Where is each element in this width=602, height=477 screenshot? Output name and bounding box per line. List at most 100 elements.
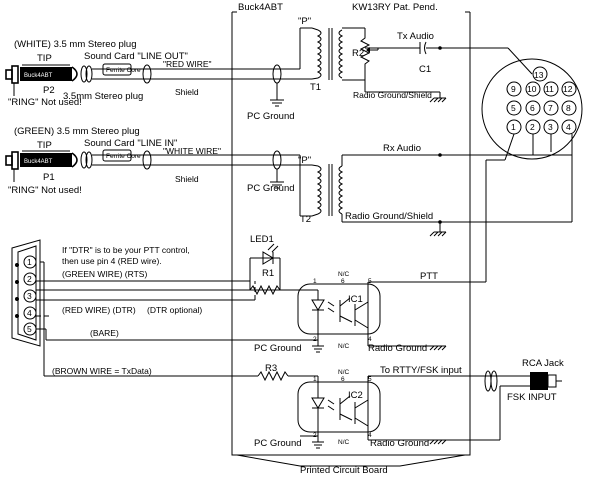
line-in-ground: PC Ground (247, 183, 295, 194)
svg-text:1: 1 (27, 257, 32, 267)
plug-p1-ring-note: "RING" Not used! (8, 185, 82, 196)
line-in-label: Sound Card "LINE IN" (84, 138, 177, 149)
db9-brown-wire: (BROWN WIRE = TxData) (52, 366, 152, 376)
plug-p2-text: 3.5mm Stereo plug (63, 91, 143, 102)
din-connector: 13 9 10 11 12 5 6 7 8 1 2 3 4 (481, 58, 583, 282)
ic2-pin-5: 5 (368, 376, 372, 383)
t2-label: T2 (300, 214, 311, 225)
ic1-nc-top: N/C (338, 271, 350, 278)
db9-note-line1: If "DTR" is to be your PTT control, (62, 245, 190, 255)
transformer-t1: "P" T1 (298, 16, 365, 93)
din-pin: 2 (525, 119, 541, 135)
plug-p2-ring-note: "RING" Not used! (8, 97, 82, 108)
radio-ground-label-1: Radio Ground/Shield (353, 90, 432, 100)
svg-text:5: 5 (511, 103, 516, 113)
line-out-label: Sound Card "LINE OUT" (84, 51, 188, 62)
line-out-shield: Shield (175, 87, 199, 97)
db9-note-line2: then use pin 4 (RED wire). (62, 256, 162, 266)
radio-ground-label-2: Radio Ground/Shield (345, 211, 433, 222)
db9-dtr-optional: (DTR optional) (147, 305, 202, 315)
pcb-footer: Printed Circuit Board (300, 465, 388, 476)
plug-p1-brand: Buck4ABT (24, 159, 53, 165)
ic1-label: IC1 (348, 294, 363, 305)
plug-p2-ferrite: Ferrite Core (106, 67, 141, 74)
ic2-pin-1: 1 (313, 376, 317, 383)
ic1-pc-ground: PC Ground (254, 343, 302, 354)
db9-bare: (BARE) (90, 328, 119, 338)
din-pin: 12 (561, 81, 577, 97)
ic1-pin-6: 6 (341, 278, 345, 285)
svg-text:13: 13 (534, 70, 544, 80)
plug-p1-name: P1 (43, 172, 55, 183)
din-pin: 11 (543, 81, 559, 97)
transformer-t2: "P" T2 Rx Audio Radio Ground/Shield (298, 143, 572, 237)
line-out-ground: PC Ground (247, 111, 295, 122)
svg-text:1: 1 (511, 122, 516, 132)
svg-text:9: 9 (511, 84, 516, 94)
ic1-pin-4: 4 (368, 336, 372, 343)
db9-connector: 1 2 3 4 5 If "DTR" is to be your PTT con… (11, 239, 300, 377)
plug-p2-name: P2 (43, 85, 55, 96)
t1-primary-label: "P" (298, 16, 311, 27)
r3-label: R3 (265, 363, 277, 374)
db9-pin: 5 (23, 322, 37, 336)
din-pin: 6 (525, 100, 541, 116)
din-pin: 5 (506, 100, 522, 116)
db9-pin: 2 (23, 272, 37, 286)
db9-pin: 3 (23, 289, 37, 303)
line-in-wire: "WHITE WIRE" (163, 146, 221, 156)
din-pin: 1 (506, 119, 522, 135)
svg-text:8: 8 (566, 103, 571, 113)
svg-text:2: 2 (530, 122, 535, 132)
svg-text:3: 3 (548, 122, 553, 132)
ic2-nc-top: N/C (338, 369, 350, 376)
fsk-input-label: FSK INPUT (507, 392, 557, 403)
ic1-pin-1: 1 (313, 278, 317, 285)
plug-p2-brand: Buck4ABT (24, 73, 53, 79)
line-out-cable: Sound Card "LINE OUT" "RED WIRE" Shield … (84, 27, 312, 122)
ic2-radio-ground: Radio Ground (370, 438, 429, 449)
r1-label: R1 (262, 268, 274, 279)
svg-text:11: 11 (545, 84, 554, 94)
line-out-wire: "RED WIRE" (163, 59, 212, 69)
pcb-outline: Buck4ABT KW13RY Pat. Pend. Printed Circu… (231, 2, 471, 476)
rca-jack-label: RCA Jack (522, 358, 564, 369)
db9-green-wire: (GREEN WIRE) (RTS) (62, 269, 147, 279)
fsk-circuit: R3 1 6 5 2 4 N/C N/C IC2 To RTTY/FSK inp… (254, 358, 564, 449)
pcb-right-label: KW13RY Pat. Pend. (352, 2, 438, 13)
din-pin: 9 (506, 81, 522, 97)
ic2-nc-bottom: N/C (338, 439, 350, 446)
line-in-shield: Shield (175, 174, 199, 184)
t1-label: T1 (310, 82, 321, 93)
plug-p1-ferrite: Ferrite Core (106, 153, 141, 160)
din-pin: 8 (561, 100, 577, 116)
svg-text:12: 12 (563, 84, 573, 94)
pcb-left-label: Buck4ABT (238, 2, 283, 13)
svg-text:4: 4 (27, 308, 32, 318)
t2-primary-label: "P" (298, 155, 311, 166)
ic2-label: IC2 (348, 390, 363, 401)
svg-text:10: 10 (527, 84, 537, 94)
ptt-circuit: LED1 R1 1 6 5 2 4 N/C N/C IC1 PTT (249, 234, 486, 354)
ic2-pc-ground: PC Ground (254, 438, 302, 449)
db9-red-wire: (RED WIRE) (DTR) (62, 305, 136, 315)
fsk-to-label: To RTTY/FSK input (380, 365, 462, 376)
ic2-pin-4: 4 (368, 432, 372, 439)
svg-text:5: 5 (27, 324, 32, 334)
svg-text:7: 7 (548, 103, 553, 113)
svg-text:3: 3 (27, 291, 32, 301)
svg-text:4: 4 (566, 122, 571, 132)
svg-text:6: 6 (530, 103, 535, 113)
db9-pin: 1 (23, 255, 37, 269)
plug-p2: (WHITE) 3.5 mm Stereo plug TIP Buck4ABT … (5, 39, 143, 108)
din-pin: 7 (543, 100, 559, 116)
ic1-nc-bottom: N/C (338, 343, 350, 350)
led1-label: LED1 (250, 234, 274, 245)
c1-label: C1 (419, 64, 431, 75)
plug-p1-title: (GREEN) 3.5 mm Stereo plug (14, 126, 140, 137)
svg-text:2: 2 (27, 274, 32, 284)
din-pin: 10 (525, 81, 541, 97)
line-in-cable: Sound Card "LINE IN" "WHITE WIRE" Shield… (84, 138, 312, 217)
tx-audio-path: R2 Tx Audio C1 Radio Ground/Shield (352, 28, 533, 103)
